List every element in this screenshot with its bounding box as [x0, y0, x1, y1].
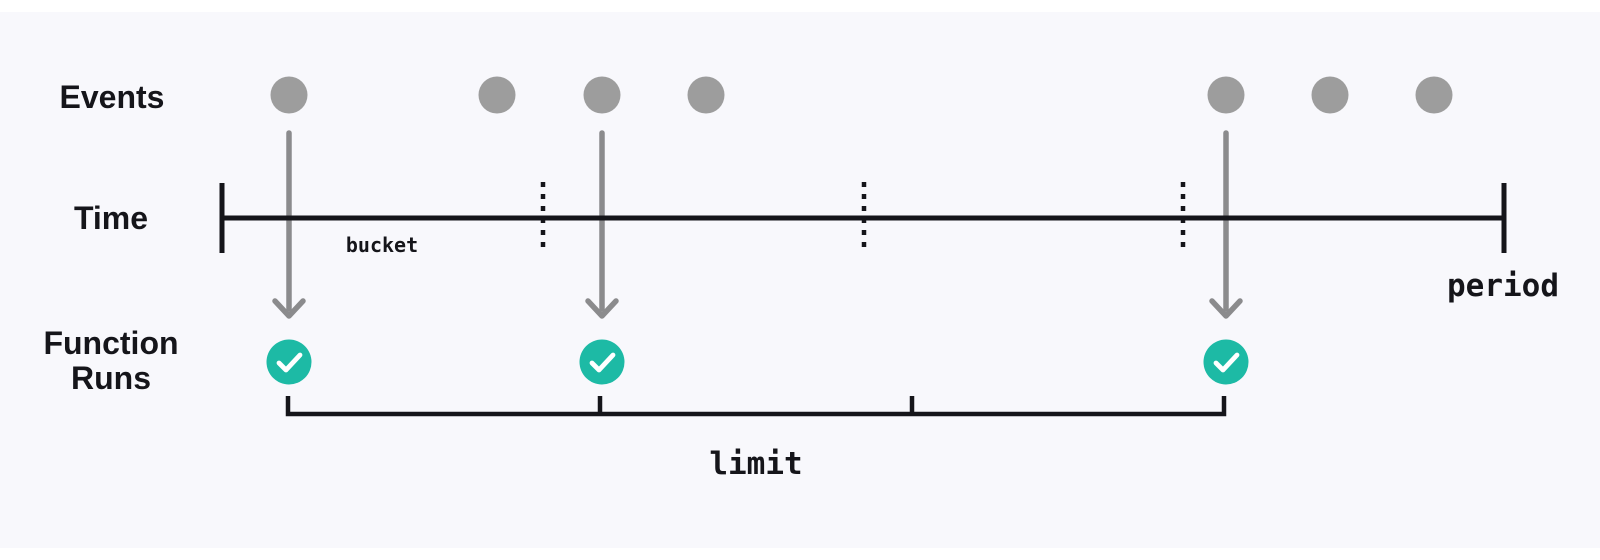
limit-bracket-group: [285, 396, 1227, 417]
events-row-label: Events: [60, 79, 165, 115]
time-row-label: Time: [74, 200, 148, 236]
check-icon: [276, 352, 303, 373]
event-dot: [270, 76, 308, 114]
function-runs-row-label-line1: Function: [43, 325, 178, 361]
event-arrow-head-icon: [1209, 298, 1243, 319]
check-icon: [1213, 352, 1240, 373]
function-runs-row-label-line2: Runs: [71, 360, 151, 396]
event-dots-row: [270, 76, 1453, 114]
limit-label: limit: [709, 446, 802, 482]
event-dot: [1207, 76, 1245, 114]
limit-bracket: [285, 396, 1227, 417]
event-arrows: [272, 130, 1243, 319]
check-icon: [589, 352, 616, 373]
period-label: period: [1447, 268, 1559, 304]
event-dot: [1311, 76, 1349, 114]
function-run-marker: [266, 339, 312, 385]
function-run-marker: [1203, 339, 1249, 385]
event-dot: [687, 76, 725, 114]
event-arrow-head-icon: [585, 298, 619, 319]
function-run-markers: [266, 339, 1249, 385]
event-dot: [583, 76, 621, 114]
event-arrow-head-icon: [272, 298, 306, 319]
function-run-marker: [579, 339, 625, 385]
event-dot: [478, 76, 516, 114]
bucket-label: bucket: [346, 233, 418, 257]
event-dot: [1415, 76, 1453, 114]
